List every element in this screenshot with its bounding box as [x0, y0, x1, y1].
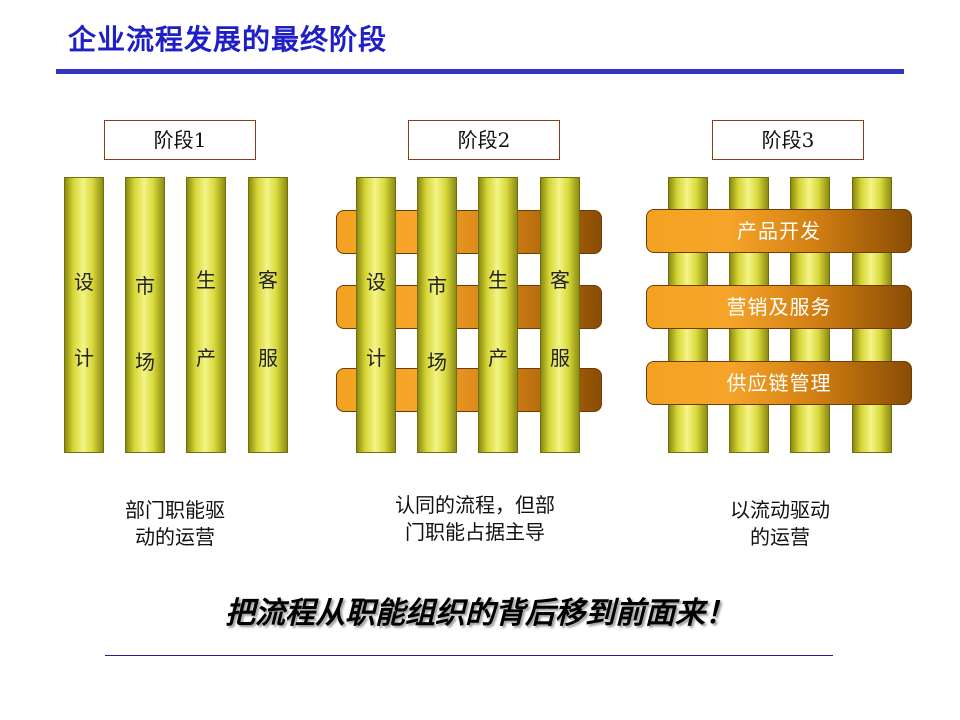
process-bar-marketing-service: 营销及服务	[646, 285, 912, 329]
title-divider	[56, 69, 904, 74]
function-pillar-marketing: 市 场	[125, 177, 165, 453]
stage-2-caption: 认同的流程，但部 门职能占据主导	[360, 492, 590, 546]
slogan: 把流程从职能组织的背后移到前面来！	[225, 596, 735, 631]
process-bar-product-development: 产品开发	[646, 209, 912, 253]
pillar-char: 产	[488, 346, 508, 370]
process-bar-supply-chain: 供应链管理	[646, 361, 912, 405]
pillar-char: 市	[427, 274, 447, 298]
caption-line: 部门职能驱	[125, 498, 225, 522]
pillar-char: 市	[135, 274, 155, 298]
pillar-char: 服	[550, 346, 570, 370]
caption-line: 动的运营	[135, 525, 215, 549]
pillar-char: 产	[196, 346, 216, 370]
pillar-char: 客	[550, 268, 570, 292]
process-label: 营销及服务	[726, 295, 832, 319]
stage-3-label: 阶段3	[712, 120, 864, 160]
process-label: 产品开发	[737, 219, 821, 243]
pillar-char: 生	[488, 268, 508, 292]
caption-line: 门职能占据主导	[405, 520, 545, 544]
pillar-char: 服	[258, 346, 278, 370]
stage-2-label: 阶段2	[408, 120, 560, 160]
bottom-divider	[105, 655, 833, 656]
pillar-char: 计	[366, 346, 386, 370]
caption-line: 以流动驱动	[730, 498, 830, 522]
pillar-char: 场	[135, 350, 155, 374]
function-pillar-production: 生 产	[478, 177, 518, 453]
pillar-char: 生	[196, 268, 216, 292]
function-pillar-production: 生 产	[186, 177, 226, 453]
pillar-char: 客	[258, 268, 278, 292]
pillar-char: 设	[366, 270, 386, 294]
pillar-char: 设	[74, 270, 94, 294]
page-title: 企业流程发展的最终阶段	[68, 23, 388, 56]
process-label: 供应链管理	[726, 371, 832, 395]
stage-3-caption: 以流动驱动 的运营	[685, 497, 875, 551]
stage-1-caption: 部门职能驱 动的运营	[80, 497, 270, 551]
caption-line: 的运营	[750, 525, 810, 549]
function-pillar-service: 客 服	[540, 177, 580, 453]
pillar-char: 场	[427, 350, 447, 374]
caption-line: 认同的流程，但部	[395, 493, 555, 517]
stage-1-label: 阶段1	[104, 120, 256, 160]
function-pillar-marketing: 市 场	[417, 177, 457, 453]
pillar-char: 计	[74, 346, 94, 370]
function-pillar-design: 设 计	[64, 177, 104, 453]
function-pillar-design: 设 计	[356, 177, 396, 453]
function-pillar-service: 客 服	[248, 177, 288, 453]
